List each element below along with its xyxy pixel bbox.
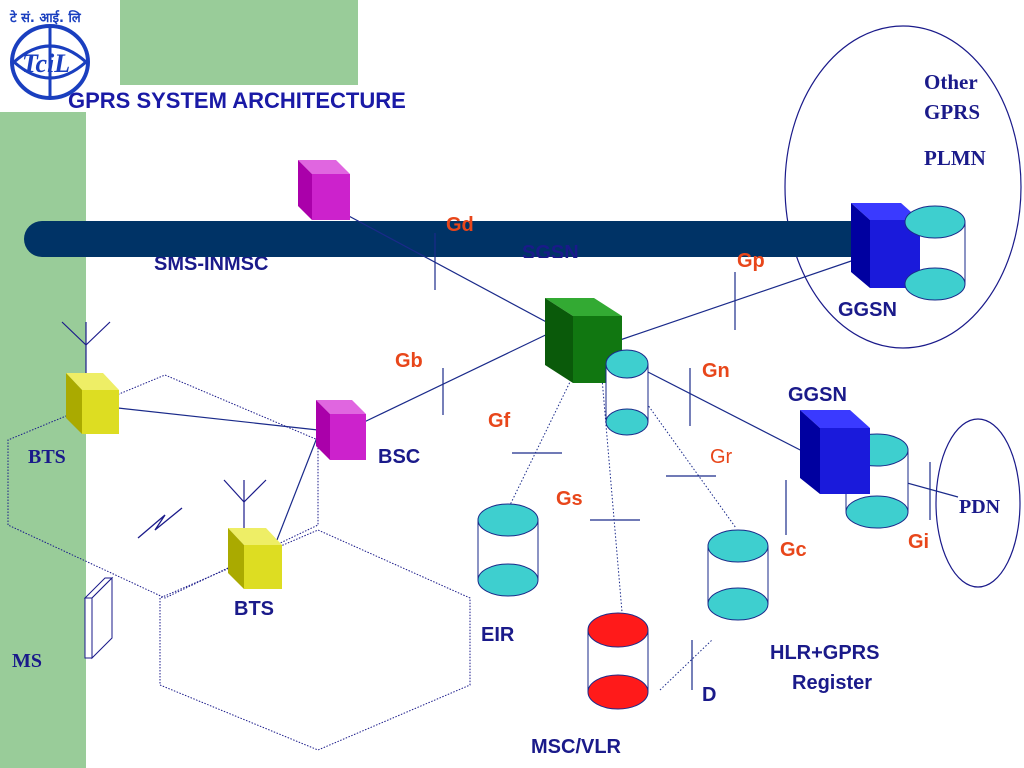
antenna-icon (61, 321, 111, 375)
label-plmn: PLMN (924, 146, 986, 170)
label-d: D (702, 684, 717, 706)
ggsn-mid-node (800, 410, 870, 494)
label-sms-inmsc: SMS-INMSC (154, 257, 269, 275)
page-title: GPRS SYSTEM ARCHITECTURE (68, 88, 406, 113)
antenna-icon (223, 479, 267, 528)
other-plmn-boundary (784, 25, 1022, 349)
label-sgsn-clip: SGSN (520, 236, 600, 258)
backbone-bar (24, 221, 894, 257)
label-msc-vlr: MSC/VLR (531, 736, 621, 758)
label-pdn: PDN (959, 496, 1001, 518)
bts-left-node (66, 373, 119, 434)
sgsn-database (605, 349, 649, 436)
tcil-logo: TciL टे सं. आई. लि (0, 0, 118, 112)
sms-inmsc-node (298, 160, 350, 220)
interface-gf: Gf (488, 410, 511, 432)
label-ggsn-top: GGSN (838, 299, 897, 321)
bts-bottom-node (228, 528, 282, 589)
radio-link-icon (137, 507, 183, 539)
label-bts-left: BTS (28, 446, 66, 468)
label-sms-clip: SMS-INMSC (150, 257, 310, 277)
top-green-band (120, 0, 358, 85)
svg-text:टे सं. आई. लि: टे सं. आई. लि (9, 10, 82, 26)
label-ggsn-mid: GGSN (788, 384, 847, 406)
interface-gs: Gs (556, 488, 583, 510)
interface-ticks (434, 233, 931, 690)
bsc-node (316, 400, 366, 460)
hlr-database (707, 529, 769, 621)
interface-gp: Gp (737, 250, 765, 272)
interface-gn: Gn (702, 360, 730, 382)
msc-vlr-database (587, 612, 649, 710)
label-ms: MS (12, 650, 42, 672)
eir-database (477, 503, 539, 597)
label-sgsn: SGSN (522, 242, 579, 258)
label-hlr-gprs: HLR+GPRS (770, 642, 880, 664)
interface-gi: Gi (908, 531, 930, 553)
interface-gd: Gd (446, 214, 474, 236)
pdn-boundary (935, 418, 1021, 588)
label-eir: EIR (481, 624, 515, 646)
label-register: Register (792, 672, 873, 694)
label-bts-bottom: BTS (234, 598, 274, 620)
label-gprs: GPRS (924, 100, 981, 124)
interface-gr: Gr (710, 446, 733, 468)
label-other: Other (924, 70, 978, 94)
tcil-logo-graphic: TciL टे सं. आई. लि (9, 10, 90, 100)
sgsn-node (545, 298, 622, 383)
label-bsc: BSC (378, 446, 421, 468)
interface-gc: Gc (780, 539, 807, 561)
ggsn-top-database (904, 205, 966, 301)
ms-handset-icon (83, 576, 114, 660)
interface-gb: Gb (395, 350, 423, 372)
svg-text:TciL: TciL (22, 49, 70, 78)
